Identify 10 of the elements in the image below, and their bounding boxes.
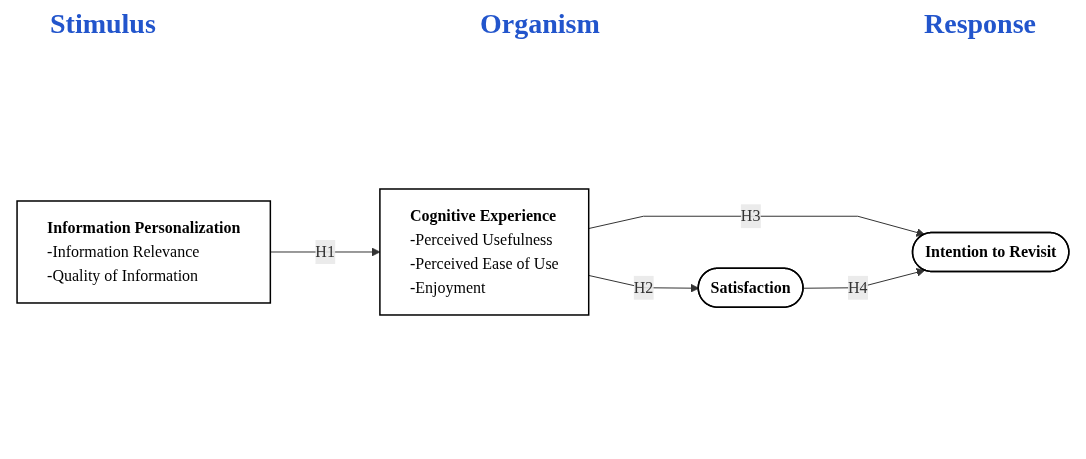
arrow: [588, 215, 926, 237]
edge-label: H1: [315, 242, 335, 260]
column-heading: Organism: [480, 8, 600, 41]
edge-label: H3: [740, 207, 761, 225]
column-heading: Response: [924, 8, 1036, 41]
column-heading: Stimulus: [50, 8, 156, 41]
node-box: Cognitive Experience -Perceived Usefulness -Perceived Ease of Use -Enjoyment: [379, 188, 590, 316]
edge-label: H4: [848, 278, 868, 296]
edge-label: H2: [633, 278, 654, 296]
node-box: Information Personalization -Information Relevance -Quality of Information: [16, 200, 272, 304]
